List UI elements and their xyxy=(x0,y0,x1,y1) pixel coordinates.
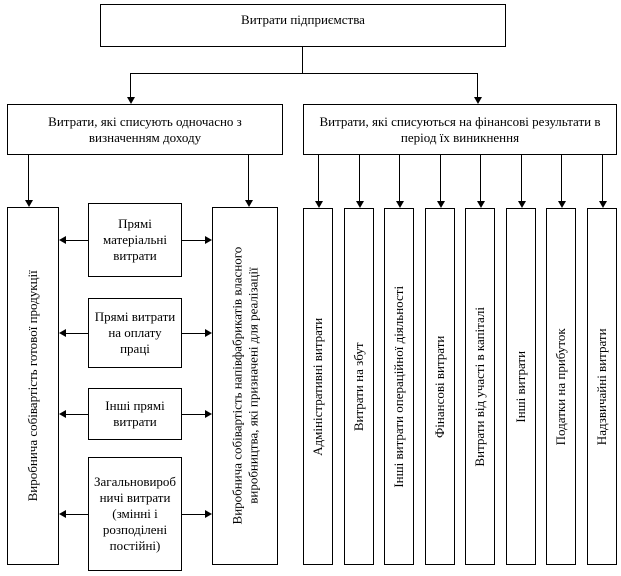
arrowhead-down xyxy=(599,201,607,208)
box-costs-with-income-recognition-label: Витрати, які списують одночасно з визнач… xyxy=(48,113,242,145)
connector-line xyxy=(399,155,400,202)
connector-line xyxy=(28,155,29,201)
box-administrative-costs-label: Адміністративні витрати xyxy=(310,317,326,456)
arrowhead-down xyxy=(477,201,485,208)
connector-line xyxy=(248,155,249,201)
arrowhead-down xyxy=(25,200,33,207)
arrowhead-down xyxy=(127,97,135,104)
box-income-taxes-label: Податки на прибуток xyxy=(553,327,569,446)
arrowhead-right xyxy=(205,410,212,418)
box-equity-participation-costs: Витрати від участі в капіталі xyxy=(465,208,495,565)
box-direct-material-costs: Прямі матеріальні витрати xyxy=(88,203,182,277)
connector-line xyxy=(561,155,562,202)
box-other-costs: Інші витрати xyxy=(506,208,536,565)
connector-line xyxy=(602,155,603,202)
box-costs-to-financial-results-label: Витрати, які списуються на фінансові рез… xyxy=(319,113,601,145)
connector-line xyxy=(302,46,303,73)
box-direct-labor-costs-label: Прямі витрати на оплату праці xyxy=(94,309,176,356)
box-production-cost-semifinished: Виробнича собівартість напівфабрикатів в… xyxy=(212,207,278,565)
box-enterprise-costs-label: Витрати підприємства xyxy=(241,12,365,27)
box-other-direct-costs: Інші прямі витрати xyxy=(88,388,182,440)
connector-line xyxy=(182,240,205,241)
box-other-operating-costs-label: Інші витрати операційної діяльності xyxy=(391,285,407,488)
connector-line xyxy=(130,73,477,74)
arrowhead-right xyxy=(205,329,212,337)
arrowhead-left xyxy=(59,329,66,337)
box-extraordinary-costs: Надзвичайні витрати xyxy=(587,208,617,565)
arrowhead-left xyxy=(59,410,66,418)
box-overhead-costs-label: Загальновиробничі витрати (змінні і розп… xyxy=(93,474,177,553)
box-selling-costs: Витрати на збут xyxy=(344,208,374,565)
connector-line xyxy=(66,514,88,515)
connector-line xyxy=(480,155,481,202)
arrowhead-down xyxy=(245,200,253,207)
box-other-direct-costs-label: Інші прямі витрати xyxy=(105,398,165,429)
box-costs-with-income-recognition: Витрати, які списують одночасно з визнач… xyxy=(7,104,283,155)
arrowhead-down xyxy=(315,201,323,208)
box-enterprise-costs: Витрати підприємства xyxy=(100,4,506,47)
connector-line xyxy=(130,73,131,98)
connector-line xyxy=(182,333,205,334)
box-production-cost-semifinished-label: Виробнича собівартість напівфабрикатів в… xyxy=(229,247,260,525)
box-extraordinary-costs-label: Надзвичайні витрати xyxy=(594,328,610,445)
box-other-operating-costs: Інші витрати операційної діяльності xyxy=(384,208,414,565)
box-direct-material-costs-label: Прямі матеріальні витрати xyxy=(102,216,167,263)
connector-line xyxy=(66,414,88,415)
arrowhead-right xyxy=(205,236,212,244)
connector-line xyxy=(477,73,478,98)
box-equity-participation-costs-label: Витрати від участі в капіталі xyxy=(472,306,488,467)
connector-line xyxy=(318,155,319,202)
arrowhead-down xyxy=(518,201,526,208)
arrowhead-down xyxy=(474,97,482,104)
arrowhead-down xyxy=(396,201,404,208)
arrowhead-down xyxy=(437,201,445,208)
connector-line xyxy=(182,414,205,415)
box-income-taxes: Податки на прибуток xyxy=(546,208,576,565)
arrowhead-left xyxy=(59,510,66,518)
box-production-cost-finished-goods-label: Виробнича собівартість готової продукції xyxy=(25,270,41,502)
box-financial-costs-label: Фінансові витрати xyxy=(432,335,448,438)
connector-line xyxy=(182,514,205,515)
arrowhead-right xyxy=(205,510,212,518)
box-overhead-costs: Загальновиробничі витрати (змінні і розп… xyxy=(88,457,182,571)
box-administrative-costs: Адміністративні витрати xyxy=(303,208,333,565)
box-selling-costs-label: Витрати на збут xyxy=(351,342,367,431)
box-financial-costs: Фінансові витрати xyxy=(425,208,455,565)
connector-line xyxy=(66,333,88,334)
arrowhead-left xyxy=(59,236,66,244)
connector-line xyxy=(521,155,522,202)
box-costs-to-financial-results: Витрати, які списуються на фінансові рез… xyxy=(303,104,617,155)
connector-line xyxy=(359,155,360,202)
connector-line xyxy=(440,155,441,202)
arrowhead-down xyxy=(356,201,364,208)
box-production-cost-finished-goods: Виробнича собівартість готової продукції xyxy=(7,207,59,565)
arrowhead-down xyxy=(558,201,566,208)
box-other-costs-label: Інші витрати xyxy=(513,350,529,423)
connector-line xyxy=(66,240,88,241)
box-direct-labor-costs: Прямі витрати на оплату праці xyxy=(88,298,182,368)
